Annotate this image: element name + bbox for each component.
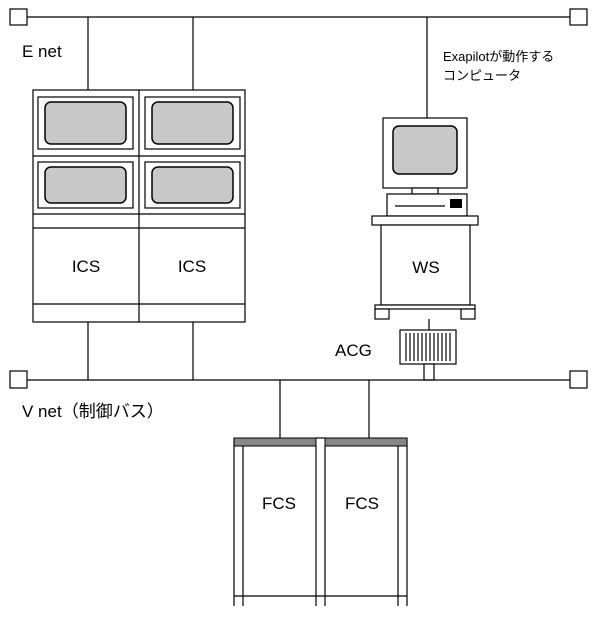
ws-foot-right xyxy=(461,309,475,319)
enet-label: E net xyxy=(22,42,62,61)
acg-box xyxy=(400,330,456,364)
fcs-left-top-vent xyxy=(234,438,316,446)
exapilot-label-line1: Exapilotが動作する xyxy=(443,49,554,64)
ws-label: WS xyxy=(412,258,439,277)
ics-screen-top-right xyxy=(152,102,233,144)
enet-terminator-right xyxy=(570,9,587,25)
ics-screen-top-left xyxy=(45,102,126,144)
vnet-label: V net（制御バス） xyxy=(22,402,164,421)
ics-label-right: ICS xyxy=(178,257,206,276)
ws-screen xyxy=(393,126,457,174)
ws-desk-base xyxy=(375,305,475,309)
fcs-cabinet-group: FCS FCS xyxy=(234,438,407,606)
fcs-right-top-vent xyxy=(325,438,407,446)
acg-label: ACG xyxy=(335,341,372,360)
ws-drive-icon xyxy=(450,199,462,208)
enet-terminator-left xyxy=(10,9,27,25)
ws-monitor-stand xyxy=(412,188,438,194)
vnet-terminator-right xyxy=(570,371,587,388)
enet-bus xyxy=(10,9,587,25)
acg-unit xyxy=(400,330,456,380)
vnet-bus xyxy=(10,371,587,388)
ws-desk-top xyxy=(372,216,478,225)
ics-label-left: ICS xyxy=(72,257,100,276)
ws-workstation: WS xyxy=(372,118,478,319)
ics-screen-bottom-right xyxy=(152,167,233,203)
ics-screen-bottom-left xyxy=(45,167,126,203)
fcs-label-right: FCS xyxy=(345,494,379,513)
ics-console-group: ICS ICS xyxy=(33,90,245,322)
fcs-label-left: FCS xyxy=(262,494,296,513)
acg-connector xyxy=(424,364,434,380)
vnet-terminator-left xyxy=(10,371,27,388)
exapilot-label-line2: コンピュータ xyxy=(443,68,521,83)
ws-foot-left xyxy=(375,309,389,319)
